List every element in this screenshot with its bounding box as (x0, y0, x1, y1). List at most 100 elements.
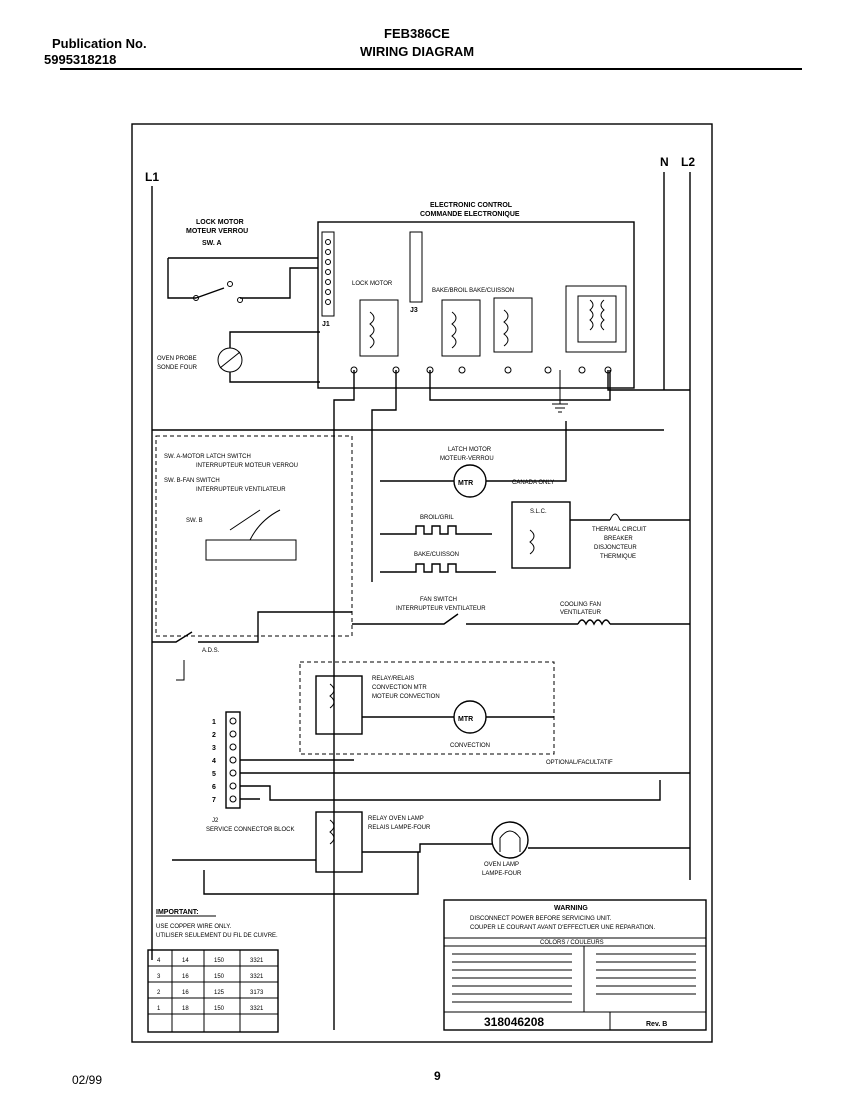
relay-oven-lamp-label: RELAY OVEN LAMP (368, 816, 424, 822)
bake-broil-relays-label: BAKE/BROIL BAKE/CUISSON (432, 288, 514, 294)
svg-text:3173: 3173 (250, 990, 264, 996)
sw-legend-2: SW. B-FAN SWITCH (164, 478, 220, 484)
oven-lamp-wiring (362, 843, 690, 853)
j2-label: J2 (212, 818, 219, 824)
electronic-control-box (317, 221, 635, 389)
moteur-verrou-2-label: MOTEUR-VERROU (440, 456, 494, 462)
svg-text:150: 150 (214, 1006, 225, 1012)
color-legend-rows (452, 953, 696, 1003)
ground-icon (552, 403, 568, 413)
disjoncteur-label: DISJONCTEUR (594, 545, 637, 551)
relay-relais-label: RELAY/RELAIS (372, 676, 414, 682)
convection-option-box (299, 661, 555, 755)
switch-legend-box (155, 435, 353, 637)
lock-motor-relay-label: LOCK MOTOR (352, 281, 393, 287)
page-title: WIRING DIAGRAM (360, 44, 475, 59)
svg-text:125: 125 (214, 990, 225, 996)
slc-label: S.L.C. (530, 509, 547, 515)
transformer-primary (589, 299, 594, 331)
important-title: IMPORTANT: (156, 909, 199, 916)
fan-switch-label: FAN SWITCH (420, 597, 457, 603)
oven-lamp-label: OVEN LAMP (484, 862, 519, 868)
fan-circuit (352, 613, 690, 625)
svg-text:5: 5 (212, 771, 216, 778)
terminal-block-pins (229, 717, 237, 803)
lock-switch-nc-terminal (237, 297, 243, 303)
svg-text:3: 3 (157, 974, 161, 980)
header-rule (60, 68, 802, 70)
svg-text:2: 2 (157, 990, 161, 996)
publication-label: Publication No. (52, 36, 147, 51)
oven-probe-wiring (229, 331, 320, 383)
thermal-breaker-label: THERMAL CIRCUIT (592, 527, 647, 533)
interrupteur-ventilateur-label: INTERRUPTEUR VENTILATEUR (396, 606, 486, 612)
slc-box (511, 501, 571, 569)
broil-element (380, 525, 492, 535)
control-feed-mid (429, 370, 611, 401)
diagram-frame (131, 123, 713, 1043)
warning-line1: DISCONNECT POWER BEFORE SERVICING UNIT. (470, 916, 612, 922)
ads-switch-wiring (152, 611, 352, 643)
publication-number: 5995318218 (44, 52, 117, 67)
ads-label: A.D.S. (202, 648, 220, 654)
thermal-breaker-icon (609, 513, 621, 521)
j1-connector (321, 231, 335, 317)
control-feed-left (333, 370, 355, 1030)
part-number: 318046208 (484, 1015, 544, 1029)
electronic-control-label: ELECTRONIC CONTROL (430, 202, 513, 209)
l2-label: L2 (681, 155, 695, 169)
oven-probe-label: OVEN PROBE (157, 356, 197, 362)
warning-line2: COUPER LE COURANT AVANT D'EFFECTUER UNE … (470, 925, 656, 931)
cooling-fan-label: COOLING FAN (560, 602, 601, 608)
svg-text:6: 6 (212, 784, 216, 791)
svg-text:14: 14 (182, 958, 189, 964)
page-number: 9 (434, 1069, 441, 1083)
control-terminals (350, 366, 612, 374)
latch-motor-wiring (380, 421, 567, 482)
oven-probe-arrow (219, 351, 241, 369)
j3-connector (409, 231, 423, 303)
lock-switch-c-terminal (193, 295, 199, 301)
connector-block-label: SERVICE CONNECTOR BLOCK (206, 827, 294, 833)
important-line2: UTILISER SEULEMENT DU FIL DE CUIVRE. (156, 933, 278, 939)
lock-motor-relay (359, 299, 399, 357)
svg-text:3321: 3321 (250, 958, 264, 964)
l1-label: L1 (145, 170, 159, 184)
transformer (565, 285, 627, 353)
moteur-verrou-label: MOTEUR VERROU (186, 228, 248, 235)
oven-lamp-relay (315, 811, 363, 873)
lock-motor-label: LOCK MOTOR (196, 219, 244, 226)
svg-text:7: 7 (212, 797, 216, 804)
control-feed-broil (371, 370, 397, 582)
colors-title: COLORS / COULEURS (540, 940, 604, 946)
j1-pins (325, 239, 331, 305)
convection-mtr-text: MTR (458, 716, 473, 723)
lamp-relay-feed (172, 852, 419, 895)
convection-relay (315, 675, 363, 735)
sw-b-label: SW. B (186, 518, 203, 524)
model-number: FEB386CE (384, 26, 450, 41)
bake-relay (493, 297, 533, 353)
svg-text:3321: 3321 (250, 974, 264, 980)
bake-relay-coil (503, 309, 509, 347)
svg-text:18: 18 (182, 1006, 189, 1012)
svg-text:4: 4 (157, 958, 161, 964)
convection-label: CONVECTION (450, 743, 490, 749)
svg-text:4: 4 (212, 758, 216, 765)
important-line1: USE COPPER WIRE ONLY. (156, 924, 231, 930)
warning-panel: WARNING DISCONNECT POWER BEFORE SERVICIN… (443, 899, 707, 1031)
svg-text:3321: 3321 (250, 1006, 264, 1012)
latch-mechanism-icon (205, 509, 297, 561)
transformer-core (577, 295, 617, 343)
svg-text:3: 3 (212, 745, 216, 752)
lock-switch-no-terminal (227, 281, 233, 287)
warning-title: WARNING (554, 905, 588, 912)
revision-label: Rev. B (646, 1021, 667, 1028)
wire-gauge-table: 4 14 150 3321 3 16 150 3321 2 16 125 317… (147, 949, 279, 1033)
sw-legend-1b: INTERRUPTEUR MOTEUR VERROU (196, 463, 298, 469)
service-terminal-block (225, 711, 241, 809)
ventilateur-label: VENTILATEUR (560, 610, 602, 616)
breaker-label: BREAKER (604, 536, 633, 542)
bake-element (380, 563, 496, 573)
